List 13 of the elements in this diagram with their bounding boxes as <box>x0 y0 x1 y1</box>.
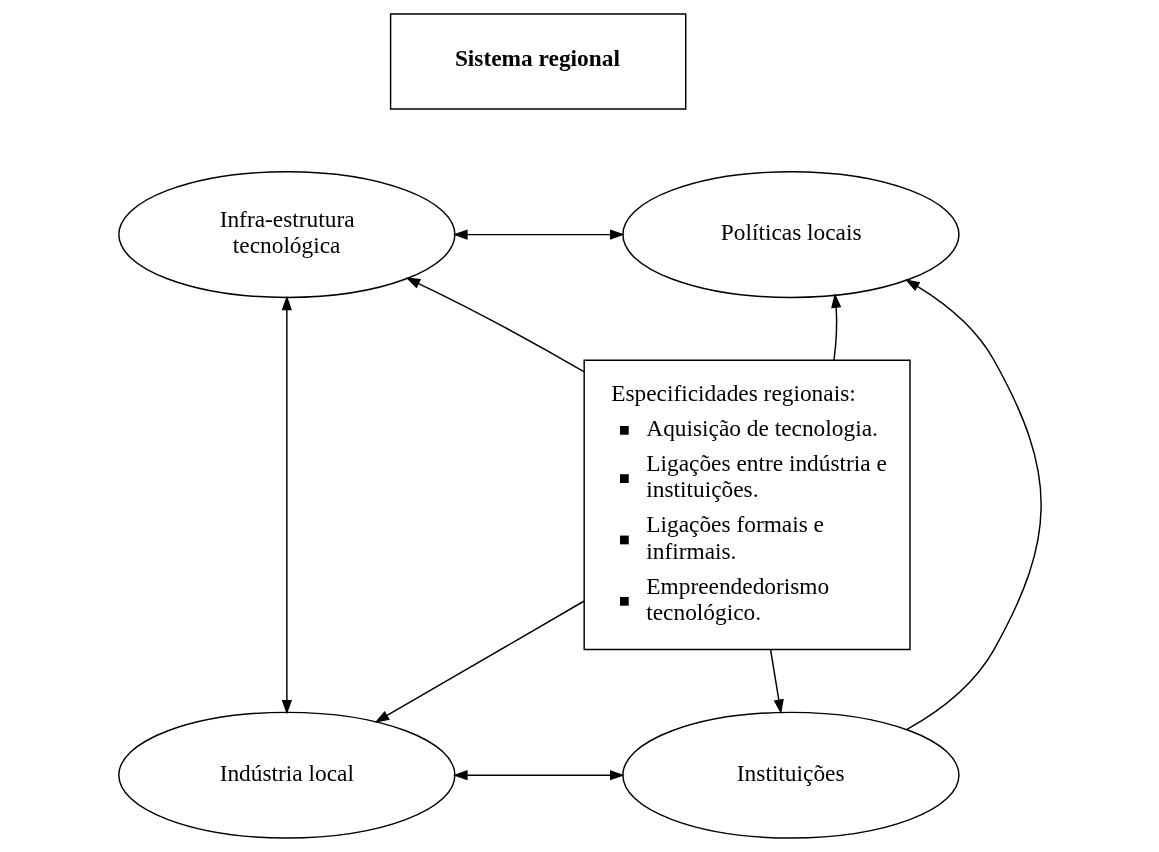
arrow <box>452 229 625 240</box>
arrow <box>904 279 1042 731</box>
arrow <box>374 600 585 723</box>
arrow <box>830 293 841 361</box>
node-ellipse: Infra-estrutura tecnológica <box>117 171 456 299</box>
arrow <box>452 770 625 781</box>
arrow <box>281 295 292 715</box>
node-box: Especificidades regionais: Aquisição de tecnologia. Ligações entre indústria e instituições. Ligações formais e infirmais. Empreendedorismo tecnológico. <box>582 359 911 651</box>
node-ellipse: Políticas locais <box>621 171 960 299</box>
node-ellipse: Instituições <box>621 711 960 839</box>
arrow <box>405 277 584 373</box>
arrow <box>769 649 784 715</box>
node-box: Sistema regional <box>389 13 686 110</box>
